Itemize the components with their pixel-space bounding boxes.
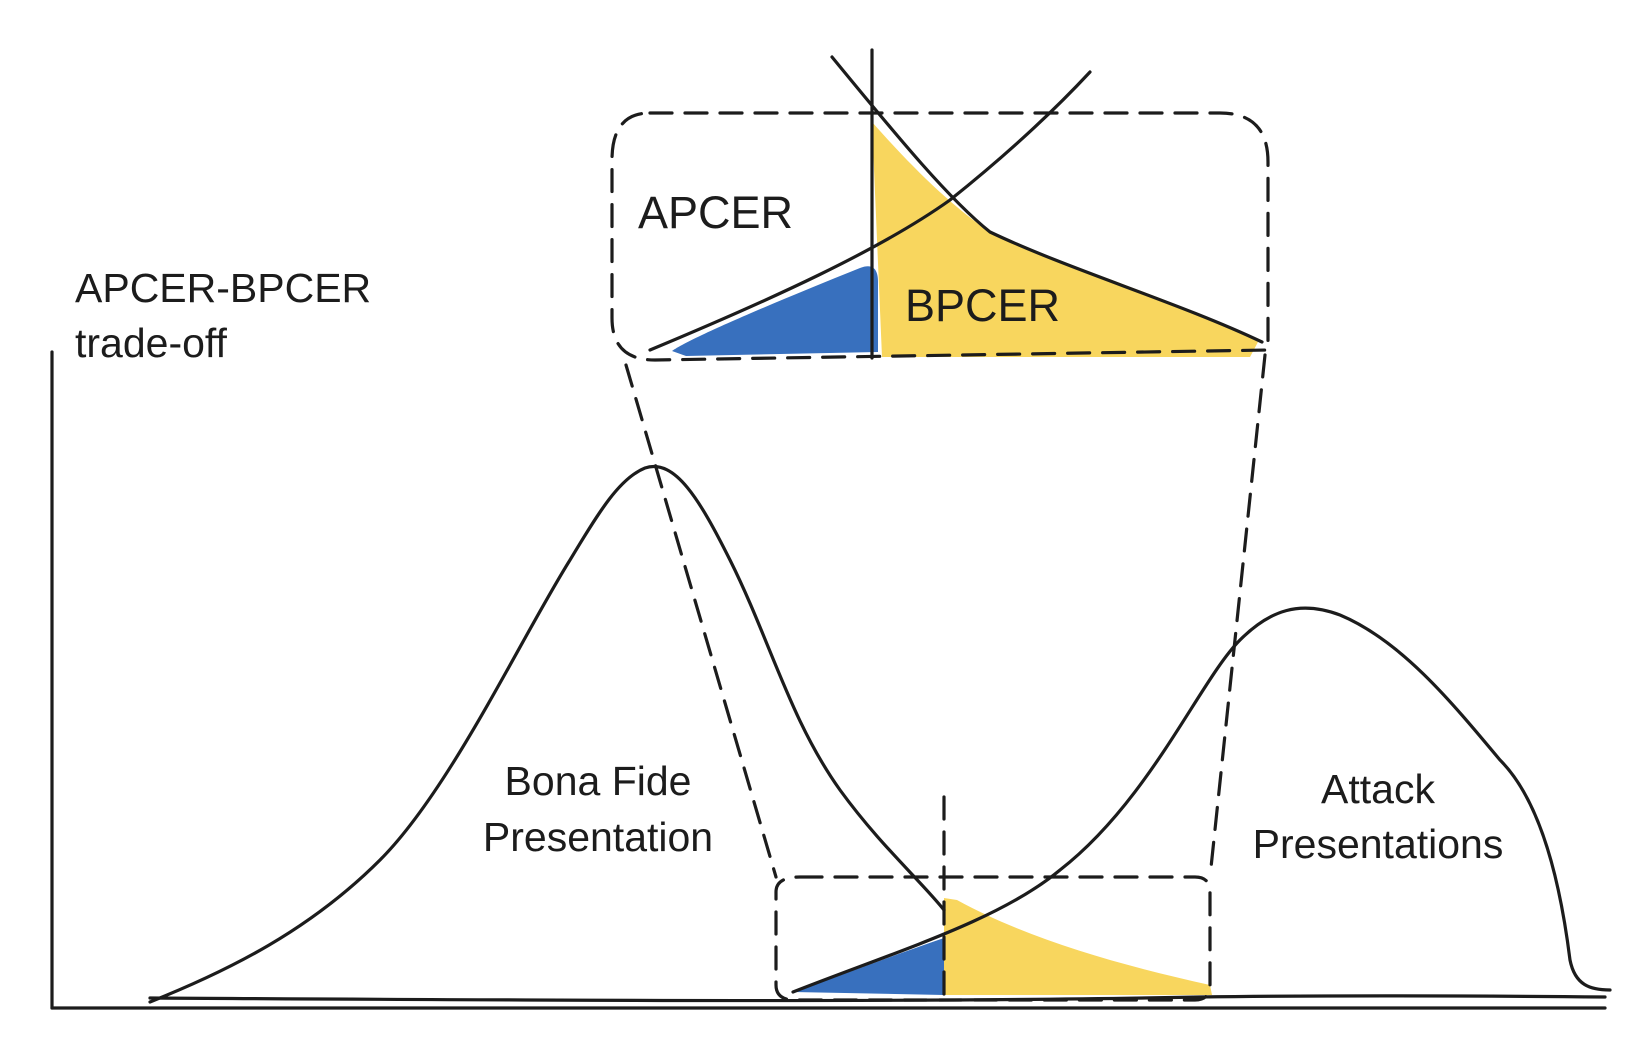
zoom-apcer-area: [672, 266, 878, 356]
zoom-attack-curve: [648, 70, 1092, 352]
zoom-bona-fide-curve: [830, 55, 1264, 344]
attack-label-line2: Presentations: [1253, 821, 1504, 867]
zoom-bpcer-area: [872, 122, 1258, 357]
attack-curve: [791, 606, 1612, 994]
lower-apcer-area: [793, 938, 944, 995]
bona-fide-label-line1: Bona Fide: [505, 758, 692, 804]
bona-fide-label-line2: Presentation: [483, 814, 713, 860]
zoom-apcer-label: APCER: [638, 187, 793, 238]
axis-title-line2: trade-off: [75, 320, 228, 366]
lower-zoom-box: [774, 875, 1212, 1002]
zoom-projection-left: [624, 363, 778, 879]
bona-fide-curve: [148, 465, 946, 1004]
lower-bpcer-area: [944, 898, 1212, 995]
axis-title-line1: APCER-BPCER: [75, 265, 371, 311]
attack-label-line1: Attack: [1321, 766, 1435, 812]
zoom-bpcer-label: BPCER: [905, 280, 1060, 331]
upper-zoom-box: [610, 111, 1270, 362]
zoom-projection-right: [1208, 353, 1267, 879]
